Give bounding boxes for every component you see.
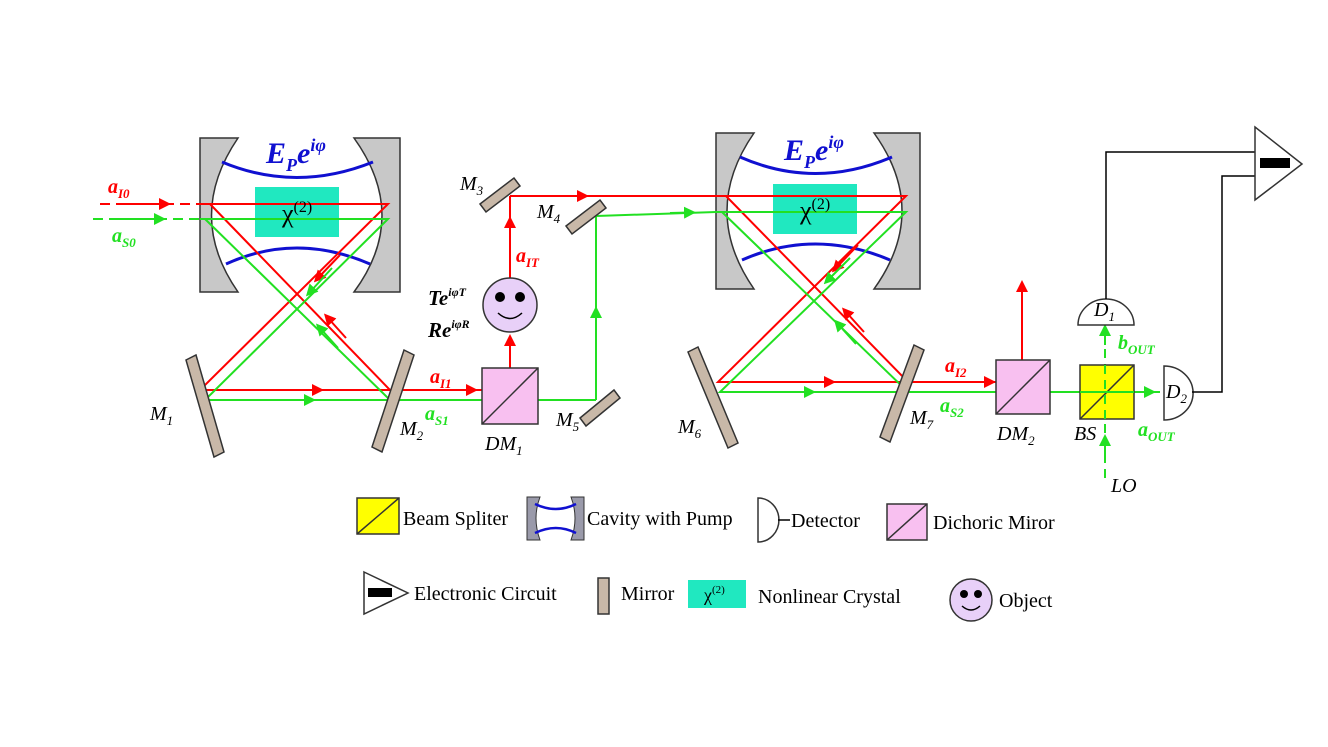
label-a-s0: aS0 — [112, 225, 136, 250]
cavity-1-pump-curve-top — [221, 160, 374, 179]
legend-detector: Detector — [757, 497, 860, 543]
legend-dichroic-label: Dichoric Miror — [933, 512, 1055, 534]
label-dm2: DM2 — [996, 423, 1035, 448]
legend-dichroic: Dichoric Miror — [886, 503, 1055, 541]
cavity-2-pump-curve-bottom — [741, 242, 891, 262]
legend: Beam Spliter Cavity with Pump Detector D… — [356, 496, 1055, 622]
label-m5: M5 — [555, 409, 580, 434]
label-a-i2: aI2 — [945, 355, 967, 380]
label-transmission: TeiφT — [428, 285, 467, 310]
label-a-s1: aS1 — [425, 403, 449, 428]
crystal-2-label: χ(2) — [799, 196, 830, 225]
mirror-m4 — [564, 198, 608, 236]
dichroic-mirror-1 — [481, 367, 539, 425]
cavity-1-left-mirror — [199, 137, 240, 293]
crystal-1 — [255, 187, 339, 237]
cavity-1-right-mirror — [352, 137, 401, 293]
legend-circuit: Electronic Circuit — [363, 570, 557, 616]
label-m4: M4 — [536, 201, 561, 226]
crystal-1-label: χ(2) — [281, 199, 312, 228]
mirror-m3 — [478, 176, 522, 214]
label-m2: M2 — [399, 418, 424, 443]
label-bs: BS — [1074, 423, 1096, 445]
mirrors — [185, 176, 925, 459]
circuit-wires — [1105, 151, 1255, 393]
legend-crystal-label: Nonlinear Crystal — [758, 586, 901, 608]
legend-detector-label: Detector — [791, 510, 860, 532]
mirror-m7 — [879, 343, 925, 444]
electronic-circuit — [1254, 125, 1304, 202]
cavity-1-pump-curve-bottom — [225, 246, 371, 266]
label-m6: M6 — [677, 416, 702, 441]
object — [482, 277, 538, 333]
label-d2: D2 — [1165, 381, 1187, 406]
detector-d2 — [1163, 365, 1194, 421]
legend-object: Object — [949, 578, 1053, 622]
legend-crystal-symbol: χ(2) — [703, 584, 725, 605]
pump-label-2: EPeiφ — [783, 132, 844, 172]
legend-cavity-label: Cavity with Pump — [587, 508, 733, 530]
legend-circuit-label: Electronic Circuit — [414, 583, 557, 605]
label-m3: M3 — [459, 173, 484, 198]
crystal-2 — [773, 184, 857, 234]
label-m7: M7 — [909, 407, 934, 432]
beam-splitter — [1079, 364, 1135, 420]
mirror-m2 — [371, 348, 415, 454]
legend-cavity: Cavity with Pump — [526, 496, 733, 541]
label-a-i0: aI0 — [108, 176, 130, 201]
label-d1: D1 — [1093, 299, 1115, 324]
legend-mirror-label: Mirror — [621, 583, 675, 605]
cavity-1 — [199, 137, 401, 293]
detector-d1 — [1077, 298, 1135, 326]
mirror-m5 — [578, 388, 622, 428]
label-a-i1: aI1 — [430, 366, 452, 391]
cavity-2-pump-curve-top — [739, 155, 893, 175]
label-lo: LO — [1110, 475, 1137, 497]
labels: EPeiφ EPeiφ χ(2) χ(2) aI0 aS0 aIT aI1 aS… — [108, 132, 1187, 497]
label-reflection: ReiφR — [427, 317, 470, 342]
label-dm1: DM1 — [484, 433, 523, 458]
mirror-m6 — [687, 345, 739, 450]
legend-mirror: Mirror — [597, 577, 675, 615]
label-b-out: bOUT — [1118, 332, 1156, 357]
label-a-out: aOUT — [1138, 419, 1176, 444]
label-a-s2: aS2 — [940, 395, 964, 420]
pump-label-1: EPeiφ — [265, 135, 326, 175]
dichroic-mirror-2 — [995, 359, 1051, 415]
legend-beam-splitter-label: Beam Spliter — [403, 508, 508, 530]
mirror-m1 — [185, 353, 225, 459]
label-m1: M1 — [149, 403, 173, 428]
legend-beam-splitter: Beam Spliter — [356, 497, 508, 535]
label-a-it: aIT — [516, 245, 540, 270]
legend-crystal: χ(2) Nonlinear Crystal — [688, 580, 901, 608]
legend-object-label: Object — [999, 590, 1053, 612]
